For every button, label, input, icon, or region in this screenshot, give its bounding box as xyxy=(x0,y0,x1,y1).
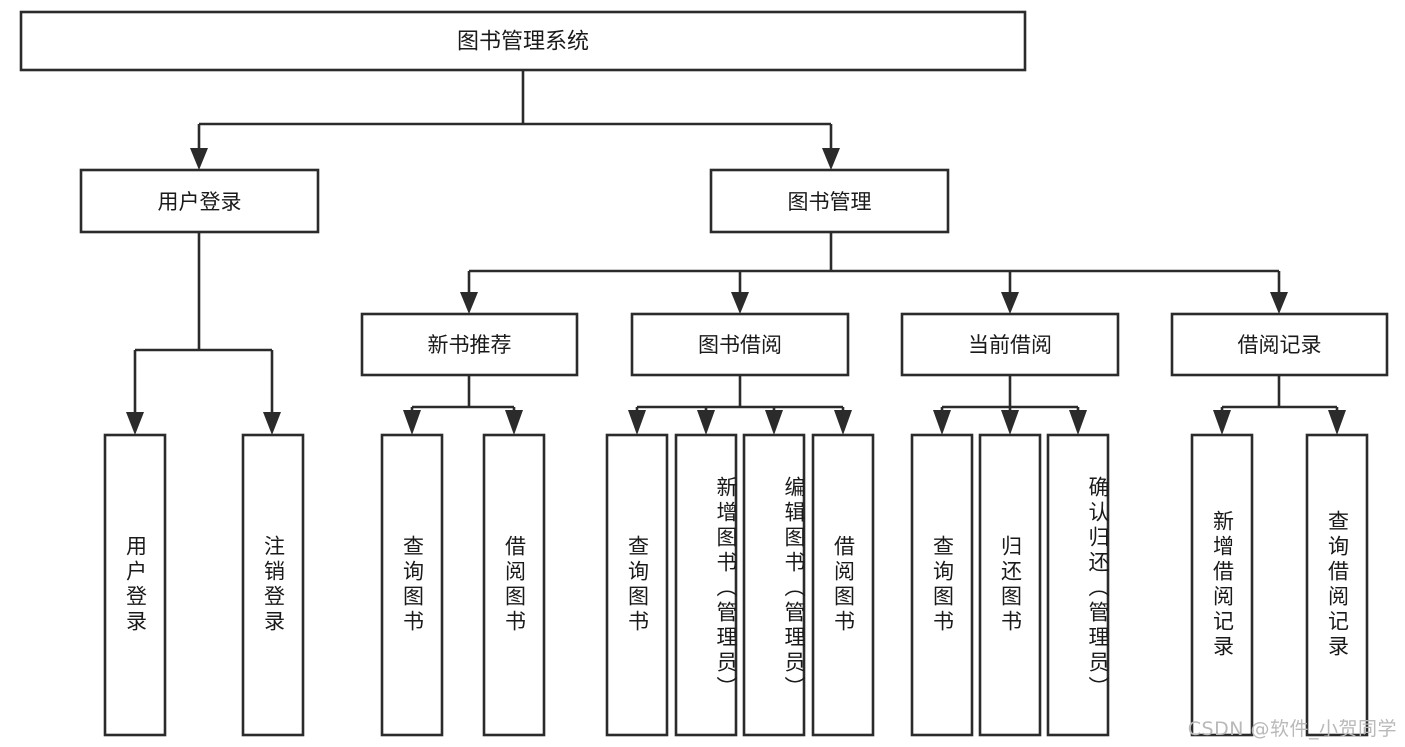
arrow-head-leaf-query-book-c xyxy=(933,410,951,435)
node-leaf-edit-book-admin[interactable] xyxy=(742,433,806,737)
node-leaf-query-book-b[interactable] xyxy=(605,433,669,737)
node-leaf-query-book-a[interactable] xyxy=(380,433,444,737)
arrow-head-book-borrow xyxy=(731,292,749,314)
connector-group-book-manage-to-level3 xyxy=(460,232,1288,314)
connector-group-current-borrow-leaves xyxy=(933,375,1087,435)
node-current-borrow-label: 当前借阅 xyxy=(968,333,1052,357)
arrow-head-borrow-record xyxy=(1270,292,1288,314)
arrow-head-leaf-add-book xyxy=(697,410,715,435)
connector-group-new-book-leaves xyxy=(403,375,523,435)
connector-group-root-to-level2 xyxy=(190,70,840,170)
node-new-book-recommend[interactable] xyxy=(360,312,579,377)
node-user-login[interactable] xyxy=(79,168,320,234)
node-leaf-user-login[interactable] xyxy=(103,433,167,737)
node-current-borrow[interactable] xyxy=(900,312,1120,377)
arrow-head-leaf-borrow-book-a xyxy=(505,410,523,435)
arrow-head-leaf-query-book-a xyxy=(403,410,421,435)
node-book-management[interactable] xyxy=(709,168,950,234)
node-book-borrow[interactable] xyxy=(630,312,850,377)
node-leaf-query-book-c[interactable] xyxy=(910,433,974,737)
arrow-head-leaf-query-record xyxy=(1328,410,1346,435)
node-leaf-query-borrow-record[interactable] xyxy=(1305,433,1369,737)
node-new-book-recommend-label: 新书推荐 xyxy=(428,333,512,357)
arrow-head-leaf-borrow-book-b xyxy=(834,410,852,435)
node-root-book-management-system[interactable] xyxy=(19,10,1027,72)
arrow-head-leaf-logout xyxy=(263,412,281,435)
node-borrow-record[interactable] xyxy=(1170,312,1389,377)
node-leaf-return-book[interactable] xyxy=(978,433,1042,737)
arrow-head-new-book xyxy=(460,292,478,314)
node-root-label: 图书管理系统 xyxy=(457,30,589,55)
arrow-head-leaf-user-login xyxy=(126,412,144,435)
arrow-head-user-login xyxy=(190,148,208,170)
node-book-borrow-label: 图书借阅 xyxy=(698,333,782,357)
arrow-head-leaf-edit-book xyxy=(765,410,783,435)
arrow-head-leaf-add-record xyxy=(1213,410,1231,435)
node-leaf-add-book-admin[interactable] xyxy=(674,433,738,737)
arrow-head-current-borrow xyxy=(1001,292,1019,314)
node-leaf-borrow-book-b[interactable] xyxy=(811,433,875,737)
arrow-head-book-manage xyxy=(822,148,840,170)
arrow-head-leaf-query-book-b xyxy=(628,410,646,435)
node-leaf-borrow-book-a[interactable] xyxy=(482,433,546,737)
connector-group-borrow-record-leaves xyxy=(1213,375,1346,435)
node-book-management-label: 图书管理 xyxy=(788,190,872,214)
arrow-head-leaf-return-book xyxy=(1001,410,1019,435)
connector-group-book-borrow-leaves xyxy=(628,375,852,435)
csdn-watermark: CSDN @软件_小贺同学 xyxy=(1187,718,1397,740)
connector-group-user-login-leaves xyxy=(126,232,281,435)
node-borrow-record-label: 借阅记录 xyxy=(1238,333,1322,357)
node-user-login-label: 用户登录 xyxy=(158,190,242,214)
arrow-head-leaf-confirm-return xyxy=(1069,410,1087,435)
node-leaf-confirm-return-admin[interactable] xyxy=(1046,433,1110,737)
node-leaf-add-borrow-record[interactable] xyxy=(1190,433,1254,737)
node-leaf-logout[interactable] xyxy=(241,433,305,737)
